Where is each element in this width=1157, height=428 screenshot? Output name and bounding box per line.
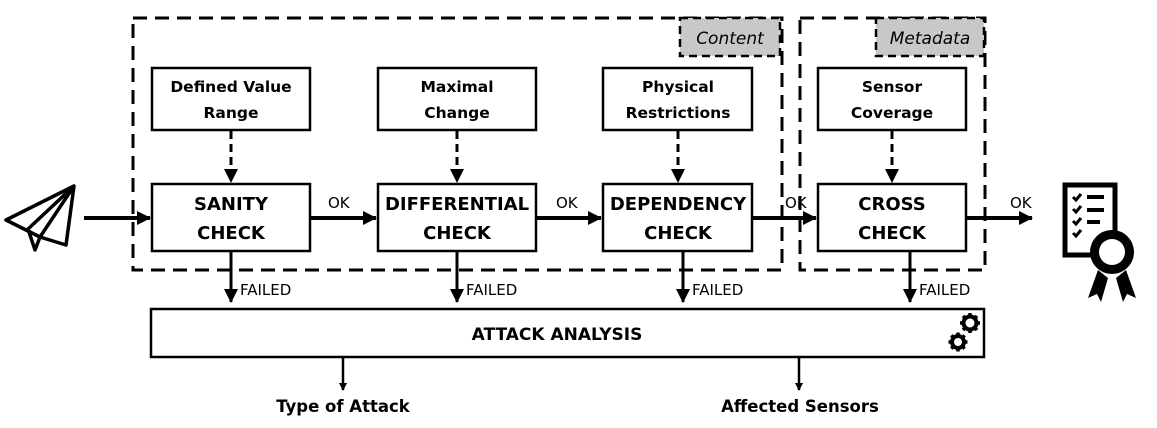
ok-label-2: OK <box>556 194 579 212</box>
attack-analysis-label: ATTACK ANALYSIS <box>472 325 643 345</box>
check-box-cross: CROSS CHECK <box>816 182 968 253</box>
failed-label-1: FAILED <box>240 281 291 299</box>
metadata-tag <box>874 16 986 58</box>
content-group: Content <box>131 16 784 272</box>
check-box-differential: DIFFERENTIAL CHECK <box>376 182 538 253</box>
svg-text:CROSS: CROSS <box>858 194 926 215</box>
paper-plane-icon <box>4 184 76 252</box>
output-affected-sensors: Affected Sensors <box>721 397 879 416</box>
svg-text:DEPENDENCY: DEPENDENCY <box>610 194 747 215</box>
failed-label-4: FAILED <box>919 281 970 299</box>
source-box-physical-restrictions: Physical Restrictions <box>601 66 754 132</box>
failed-label-2: FAILED <box>466 281 517 299</box>
output-arrows <box>339 358 803 391</box>
source-connectors <box>224 131 899 183</box>
ok-label-1: OK <box>328 194 351 212</box>
svg-text:CHECK: CHECK <box>197 223 266 244</box>
svg-text:DIFFERENTIAL: DIFFERENTIAL <box>385 194 529 215</box>
svg-text:Range: Range <box>203 104 258 122</box>
check-box-dependency: DEPENDENCY CHECK <box>601 182 754 253</box>
svg-text:Defined Value: Defined Value <box>170 78 291 96</box>
svg-text:Coverage: Coverage <box>851 104 933 122</box>
svg-text:CHECK: CHECK <box>423 223 492 244</box>
svg-text:Maximal: Maximal <box>420 78 493 96</box>
output-type-of-attack: Type of Attack <box>276 397 411 416</box>
svg-text:Physical: Physical <box>642 78 714 96</box>
source-box-maximal-change: Maximal Change <box>376 66 538 132</box>
svg-text:Change: Change <box>424 104 490 122</box>
ok-label-3: OK <box>785 194 808 212</box>
failed-label-3: FAILED <box>692 281 743 299</box>
failed-arrows <box>224 252 917 303</box>
content-tag <box>678 16 782 58</box>
gears-icon <box>948 313 980 352</box>
content-label: Content <box>696 29 765 49</box>
attack-analysis-box: ATTACK ANALYSIS <box>149 307 986 359</box>
svg-text:CHECK: CHECK <box>644 223 713 244</box>
ok-label-4: OK <box>1010 194 1033 212</box>
svg-text:SANITY: SANITY <box>194 194 269 215</box>
metadata-group: Metadata <box>798 16 987 272</box>
certificate-icon <box>1062 182 1136 302</box>
svg-text:CHECK: CHECK <box>858 223 927 244</box>
source-box-sensor-coverage: Sensor Coverage <box>816 66 968 132</box>
svg-text:Restrictions: Restrictions <box>626 104 731 122</box>
svg-text:Sensor: Sensor <box>862 78 923 96</box>
check-box-sanity: SANITY CHECK <box>150 182 312 253</box>
metadata-label: Metadata <box>890 29 971 49</box>
source-box-defined-value-range: Defined Value Range <box>150 66 312 132</box>
